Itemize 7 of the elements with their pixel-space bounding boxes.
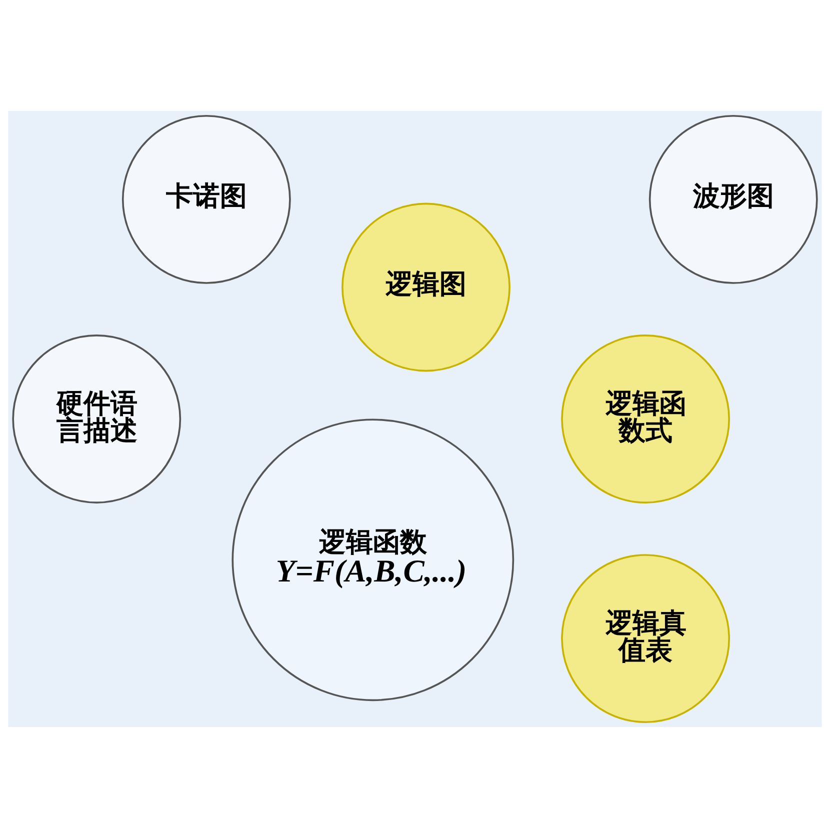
node-circle: 逻辑图 [342,202,510,372]
node-circle: 硬件语言描述 [12,334,182,503]
node-circle: 卡诺图 [122,114,291,284]
node-circle: 逻辑真值表 [561,554,730,723]
node-circle: 逻辑函数式 [561,334,730,503]
node-circle: 逻辑函数 Y=F(A,B,C,...) [232,418,514,701]
node-circle: 波形图 [648,114,818,284]
